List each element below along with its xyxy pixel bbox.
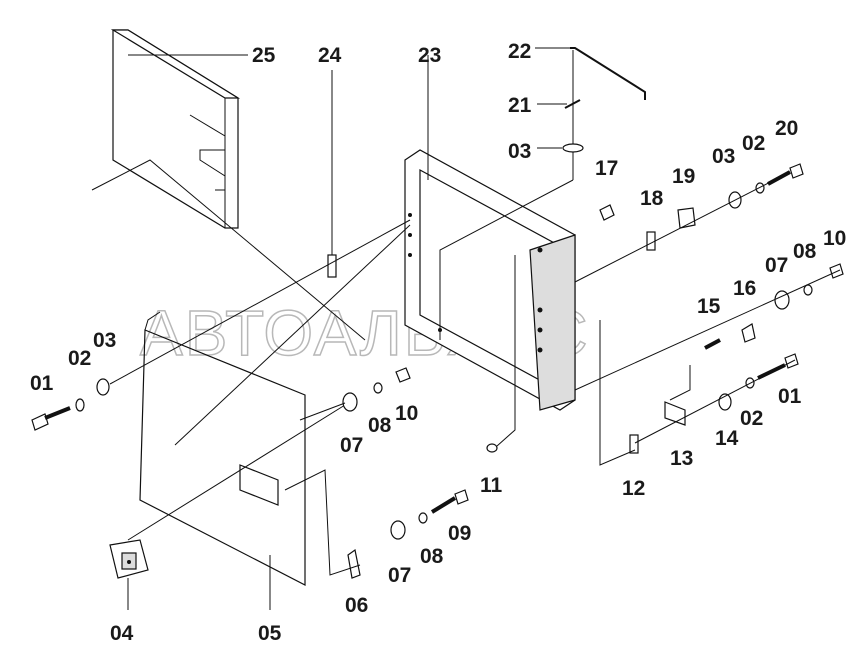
fastener-chain-left [31,219,411,431]
label-11: 11 [480,474,503,497]
part-11-pin [486,255,516,453]
fastener-chain-right-lower [599,320,799,466]
fastener-chain-lower [284,469,469,579]
label-04: 04 [110,622,134,645]
label-09: 09 [448,522,471,545]
label-01-left: 01 [30,372,54,395]
label-21: 21 [508,94,532,117]
label-07-lower: 07 [388,564,411,587]
label-08-right: 08 [793,240,817,263]
fastener-chain-right-middle [574,263,844,401]
part-24-bracket [327,70,337,278]
label-08-lower: 08 [420,545,444,568]
label-03-right: 03 [712,145,735,168]
label-10-right: 10 [823,227,846,250]
part-21-pin [537,99,581,109]
label-20: 20 [775,117,798,140]
label-03-top: 03 [508,140,531,163]
label-25: 25 [252,44,276,67]
label-23: 23 [418,44,441,67]
label-07-middle: 07 [340,434,363,457]
label-16: 16 [733,277,756,300]
part-04-latch [109,404,346,610]
label-14: 14 [715,427,739,450]
label-22: 22 [508,40,531,63]
label-24: 24 [318,44,342,67]
part-05-cover [139,224,411,610]
label-10-middle: 10 [395,402,418,425]
label-08-middle: 08 [368,414,392,437]
label-07-right: 07 [765,254,788,277]
fastener-chain-right-upper [574,163,804,283]
label-01-right: 01 [778,385,802,408]
label-13: 13 [670,447,693,470]
part-labels: 01 02 03 04 05 06 07 08 10 07 08 09 11 1… [30,40,846,645]
label-06: 06 [345,594,368,617]
part-03-washer-top [537,143,584,153]
label-15: 15 [697,295,721,318]
label-17: 17 [595,157,618,180]
label-02-left: 02 [68,347,91,370]
part-25-insulation-pad [91,29,366,341]
fastener-chain-middle [299,367,411,421]
label-03-left: 03 [93,329,116,352]
label-02-right-upper: 02 [742,132,765,155]
part-23-frame [404,55,576,411]
label-02-right-lower: 02 [740,407,763,430]
label-19: 19 [672,165,695,188]
part-22-rod [439,47,646,340]
label-12: 12 [622,477,645,500]
label-05: 05 [258,622,282,645]
label-18: 18 [640,187,664,210]
